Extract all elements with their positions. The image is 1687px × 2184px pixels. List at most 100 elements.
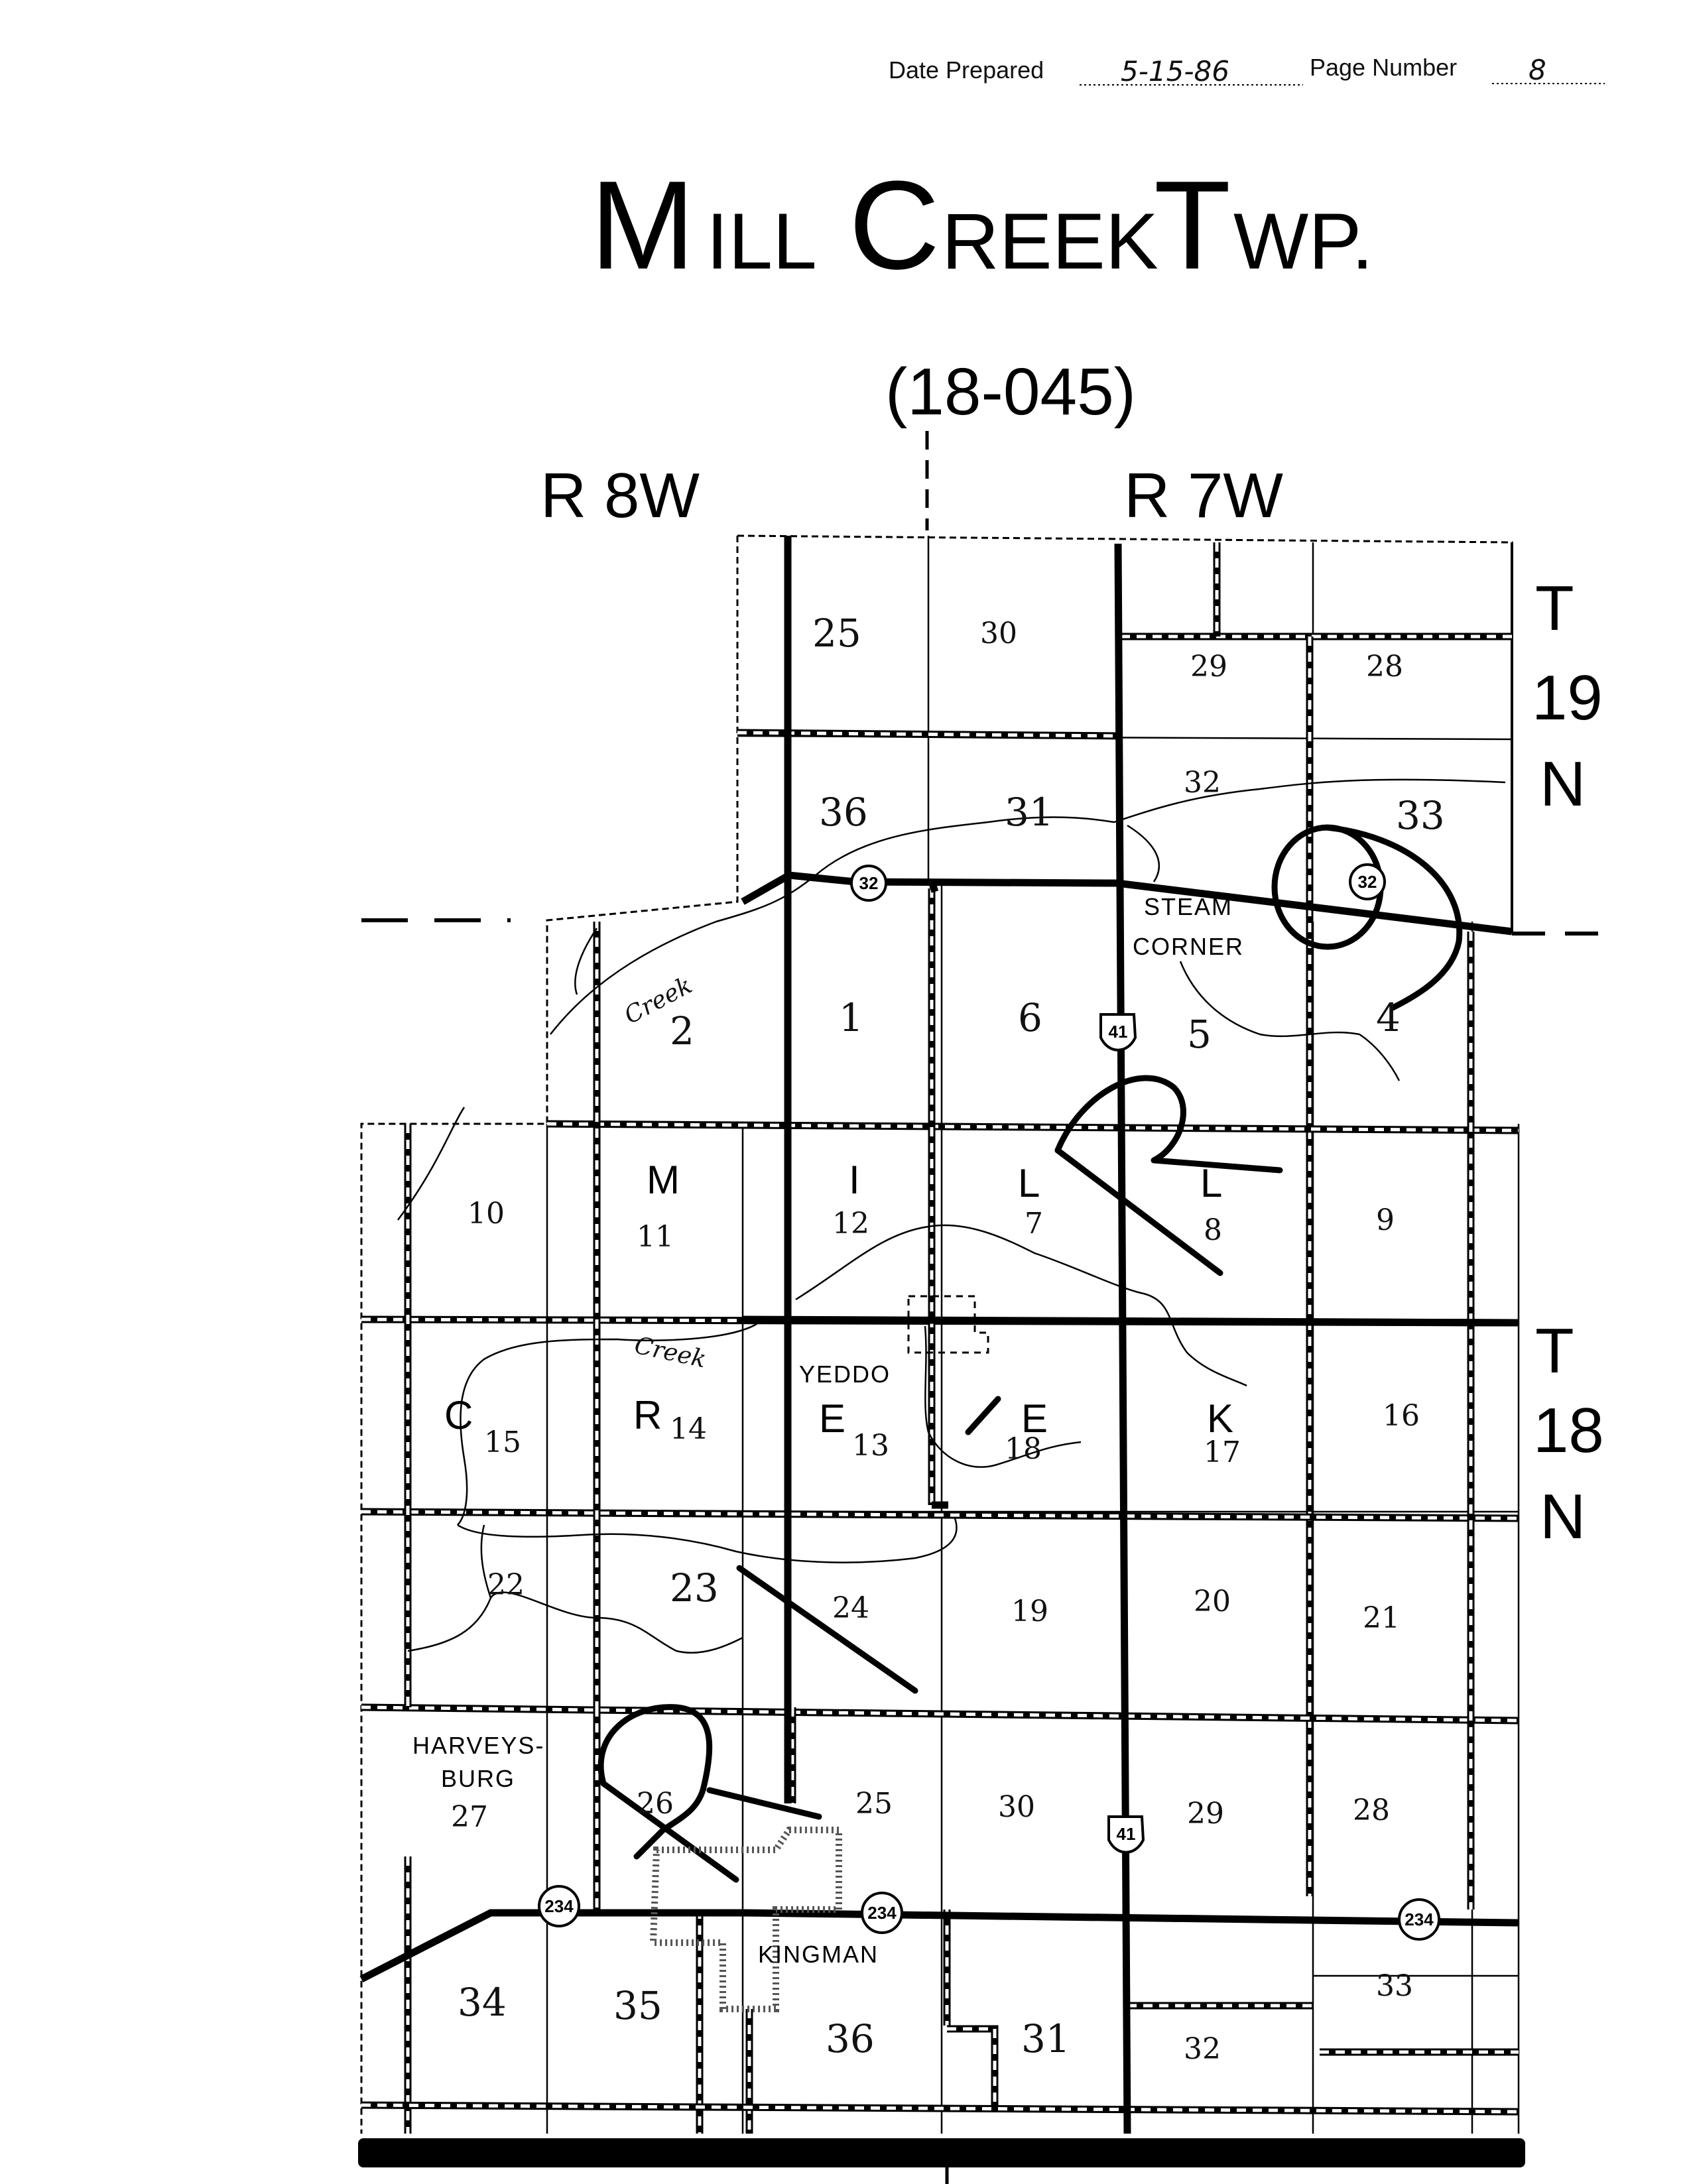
title-m: M	[590, 155, 695, 296]
svg-text:36: 36	[819, 790, 868, 835]
svg-text:32: 32	[1358, 872, 1377, 892]
road-sr234	[359, 1909, 1519, 1982]
place-corner: CORNER	[1133, 933, 1244, 960]
svg-text:30: 30	[998, 1790, 1035, 1824]
sections-t19n: 25 30 29 28 36 31 32 33	[812, 611, 1445, 838]
svg-text:21: 21	[1363, 1601, 1400, 1635]
svg-text:41: 41	[1109, 1022, 1128, 1042]
section-grid	[361, 536, 1520, 2134]
svg-text:L: L	[1018, 1161, 1040, 1205]
svg-text:10: 10	[468, 1197, 505, 1231]
svg-text:33: 33	[1376, 1969, 1413, 2003]
svg-text:11: 11	[637, 1220, 674, 1254]
page-number-value: 8	[1529, 54, 1546, 86]
place-harveysburg-2: BURG	[441, 1765, 515, 1792]
svg-text:22: 22	[487, 1568, 525, 1602]
svg-text:19: 19	[1532, 662, 1603, 733]
svg-text:29: 29	[1190, 650, 1227, 684]
kingman-corporate-limit	[649, 1827, 842, 2012]
svg-text:13: 13	[852, 1429, 889, 1463]
svg-text:23: 23	[670, 1565, 719, 1610]
svg-text:C: C	[444, 1393, 473, 1437]
svg-text:1: 1	[839, 995, 863, 1040]
svg-text:K: K	[1207, 1396, 1233, 1441]
township-19n-label: T 19 N	[1532, 573, 1603, 819]
svg-text:E: E	[1021, 1396, 1048, 1441]
title-wp: WP.	[1233, 197, 1373, 286]
svg-text:2: 2	[670, 1008, 694, 1054]
svg-text:8: 8	[1204, 1213, 1222, 1247]
svg-text:6: 6	[1018, 995, 1042, 1040]
page-number-label: Page Number	[1310, 54, 1457, 81]
title-c: C	[849, 155, 940, 296]
title-t: T	[1154, 155, 1231, 296]
svg-text:18: 18	[1533, 1395, 1604, 1466]
svg-text:N: N	[1540, 749, 1586, 819]
title-reek: REEK	[942, 197, 1158, 286]
road-us41	[1114, 543, 1131, 2134]
svg-text:15: 15	[484, 1426, 521, 1459]
svg-text:T: T	[1535, 1315, 1574, 1386]
svg-text:31: 31	[1005, 790, 1054, 835]
yeddo-outline	[907, 1295, 989, 1354]
svg-text:28: 28	[1353, 1793, 1390, 1827]
map-title: M ILL C REEK T WP.	[590, 155, 1373, 296]
svg-text:E: E	[819, 1396, 845, 1441]
place-kingman: KINGMAN	[758, 1941, 879, 1968]
range-right-label: R 7W	[1124, 460, 1283, 531]
svg-text:L: L	[1200, 1161, 1222, 1205]
svg-text:N: N	[1540, 1481, 1586, 1552]
road-yeddo	[742, 1315, 1519, 1327]
township-code: (18-045)	[885, 355, 1136, 429]
svg-text:9: 9	[1376, 1203, 1395, 1237]
place-yeddo: YEDDO	[799, 1361, 891, 1388]
svg-text:31: 31	[1021, 2016, 1070, 2061]
hand-annotations	[597, 824, 1463, 1883]
svg-text:32: 32	[859, 873, 879, 893]
date-prepared-label: Date Prepared	[889, 56, 1044, 84]
svg-text:234: 234	[544, 1896, 574, 1916]
svg-text:27: 27	[451, 1800, 488, 1834]
place-harveysburg-1: HARVEYS-	[412, 1732, 544, 1759]
svg-text:19: 19	[1011, 1595, 1048, 1628]
shield-sr234-b: 234	[861, 1892, 903, 1934]
svg-text:T: T	[1535, 573, 1574, 644]
shield-us41-a: 41	[1099, 1013, 1137, 1052]
svg-text:18: 18	[1005, 1432, 1042, 1466]
svg-text:25: 25	[855, 1787, 893, 1821]
svg-text:20: 20	[1194, 1585, 1231, 1618]
township-18n-label: T 18 N	[1533, 1315, 1604, 1552]
svg-text:R: R	[633, 1393, 662, 1437]
shield-sr32-b: 32	[1349, 863, 1386, 900]
svg-text:41: 41	[1117, 1824, 1136, 1844]
county-roads	[361, 542, 1519, 2134]
svg-text:16: 16	[1383, 1399, 1420, 1433]
svg-text:29: 29	[1187, 1797, 1224, 1831]
svg-text:12: 12	[832, 1207, 869, 1241]
svg-text:30: 30	[980, 617, 1017, 650]
state-highways	[359, 536, 1519, 2134]
svg-text:35: 35	[613, 1983, 662, 2028]
header: Date Prepared 5-15-86 Page Number 8	[889, 54, 1605, 88]
place-names: STEAM CORNER YEDDO HARVEYS- BURG KINGMAN	[412, 893, 1244, 1968]
svg-text:M: M	[647, 1158, 680, 1202]
township-name-letters: M I L L C R E E K	[444, 1158, 1233, 1441]
shield-sr32-a: 32	[850, 865, 887, 902]
place-steam: STEAM	[1144, 893, 1233, 920]
sections-t18n: 2 1 6 5 4 10 11 12 7 8 9 15 14 13 18 17 …	[451, 995, 1420, 2066]
svg-text:234: 234	[1405, 1910, 1434, 1929]
svg-text:24: 24	[832, 1591, 869, 1625]
shield-sr234-c: 234	[1398, 1898, 1440, 1941]
svg-text:36: 36	[826, 2016, 875, 2061]
svg-text:33: 33	[1396, 793, 1445, 838]
shield-sr234-a: 234	[538, 1885, 580, 1927]
svg-text:25: 25	[812, 611, 861, 656]
svg-text:26: 26	[637, 1787, 674, 1821]
svg-text:5: 5	[1187, 1012, 1212, 1057]
svg-text:4: 4	[1376, 995, 1401, 1040]
boundary-west	[360, 536, 739, 2134]
svg-text:32: 32	[1184, 766, 1221, 800]
range-left-label: R 8W	[540, 460, 700, 531]
svg-text:14: 14	[670, 1412, 707, 1446]
svg-text:7: 7	[1025, 1207, 1043, 1241]
